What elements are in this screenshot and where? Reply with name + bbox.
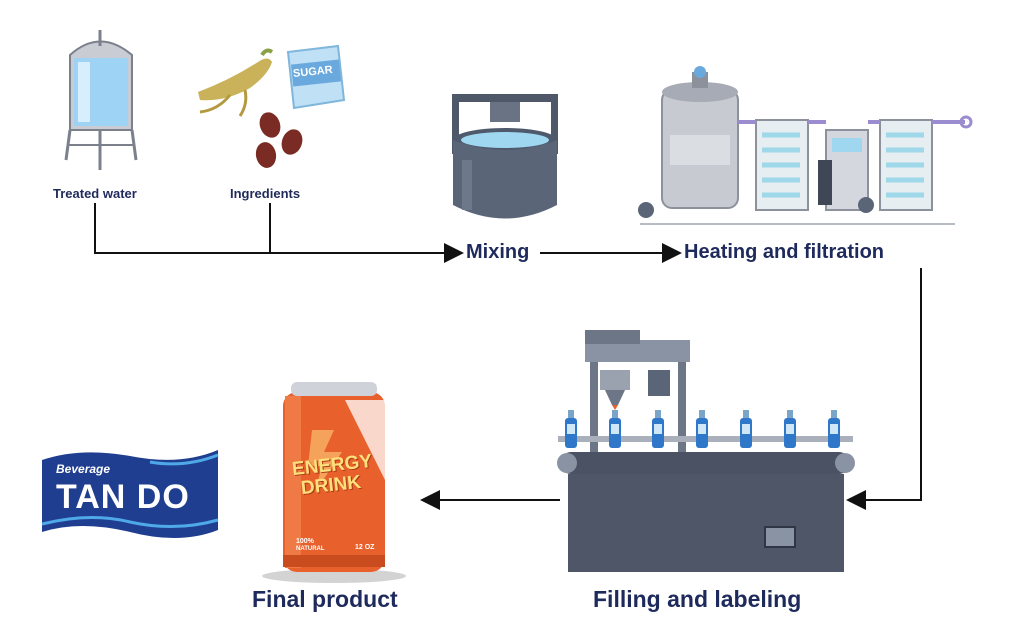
step-label-final-product: Final product — [252, 586, 398, 612]
sugar-bag-icon — [286, 44, 346, 110]
ginseng-root-icon — [198, 48, 274, 117]
coffee-beans-icon — [255, 112, 303, 168]
arrow-heating-to-filling — [846, 268, 922, 510]
can-badge-percent: 100% — [296, 538, 314, 545]
can-volume: 12 OZ — [355, 544, 375, 551]
step-label-mixing: Mixing — [466, 241, 530, 263]
line-water-to-mixing — [94, 203, 464, 263]
logo-name: TAN DO — [56, 478, 190, 516]
can-badge-natural: NATURAL — [296, 546, 325, 552]
step-label-treated-water: Treated water — [53, 186, 137, 201]
step-label-heating-filtration: Heating and filtration — [684, 241, 884, 263]
logo-subtitle: Beverage — [56, 462, 111, 476]
step-label-filling-labeling: Filling and labeling — [593, 586, 802, 612]
step-label-ingredients: Ingredients — [230, 186, 301, 201]
